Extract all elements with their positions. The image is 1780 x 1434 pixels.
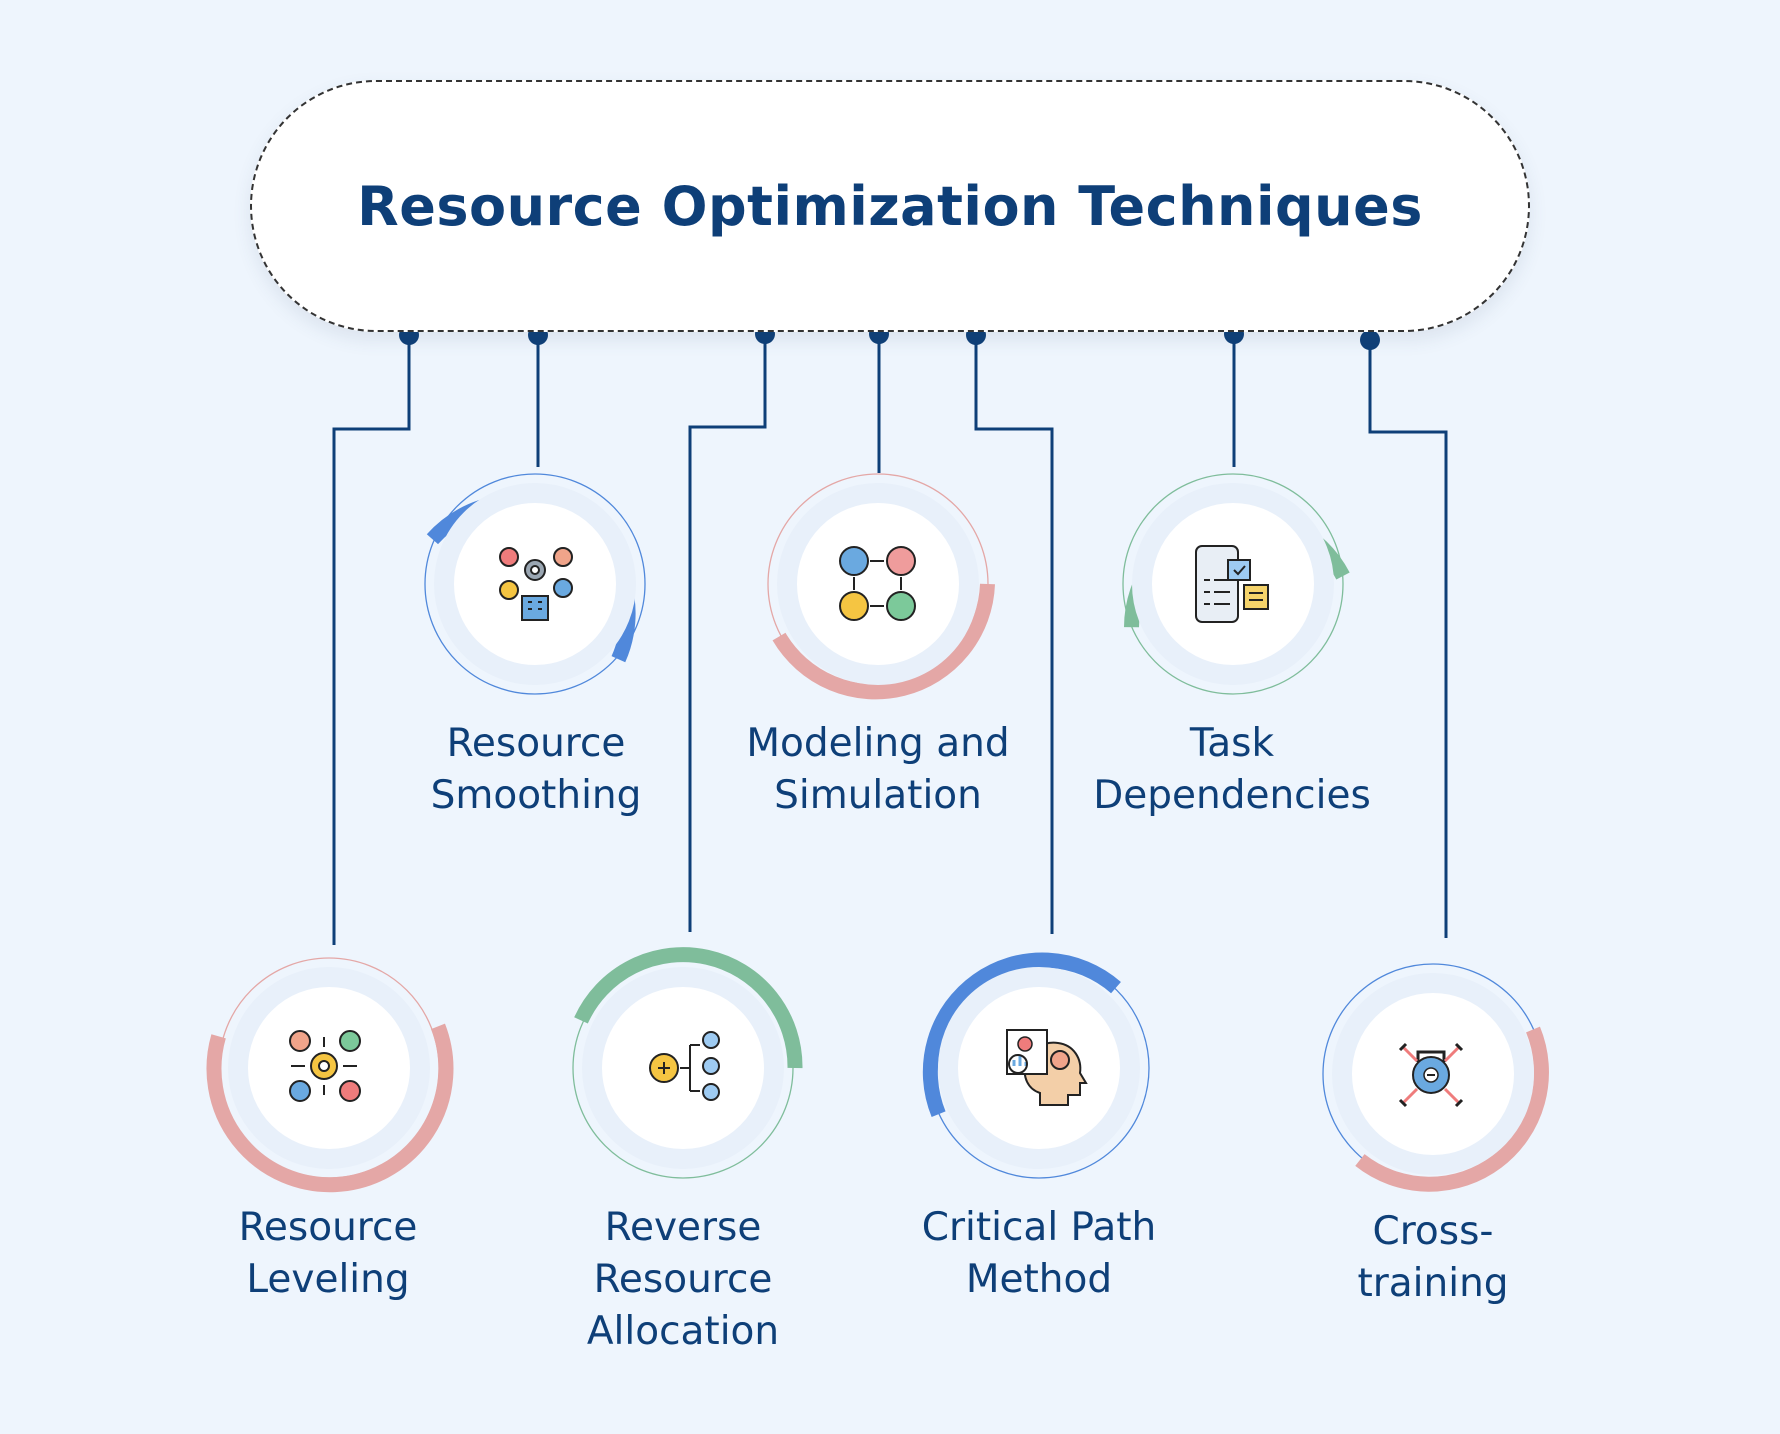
node-critical-path-method: [922, 952, 1150, 1179]
connector-cross-training: [1368, 340, 1448, 938]
head-analysis-icon: [1006, 1029, 1088, 1106]
label-line: Simulation: [774, 773, 982, 818]
people-gear-icon: [289, 1030, 361, 1102]
title-box: Resource Optimization Techniques: [250, 80, 1530, 332]
node-task-dependencies: [1122, 473, 1350, 695]
label-line: Resource: [593, 1257, 773, 1302]
label-critical-path-method: Critical Path Method: [889, 1202, 1189, 1306]
node-modeling-and-simulation: [767, 473, 995, 700]
label-line: Modeling and: [746, 721, 1010, 766]
connector-critical-path-method: [974, 335, 1054, 934]
connector-dot: [1360, 330, 1380, 350]
thin-ring: [424, 473, 646, 695]
connector-resource-leveling: [332, 335, 411, 945]
label-reverse-resource-allocation: Reverse Resource Allocation: [533, 1202, 833, 1358]
arc-blue: [922, 952, 1121, 1118]
node-cross-training: [1322, 963, 1549, 1192]
label-line: Cross-: [1372, 1209, 1494, 1254]
label-line: Leveling: [246, 1257, 410, 1302]
node-resource-leveling: [206, 957, 454, 1193]
checklist-phone-icon: [1195, 545, 1269, 623]
thin-ring: [1122, 473, 1344, 695]
arc-pink: [772, 583, 995, 700]
process-cycle-icon: [839, 546, 916, 621]
node-resource-smoothing: [424, 473, 646, 695]
arc-pink: [1355, 1026, 1549, 1192]
label-line: Resource: [446, 721, 626, 766]
connectors: [332, 334, 1448, 945]
node-disc: [777, 483, 979, 685]
gear-people-icon: [649, 1031, 720, 1101]
kettlebell-icon: [1398, 1042, 1464, 1108]
node-disc: [434, 483, 636, 685]
resource-network-icon: [499, 547, 573, 621]
label-line: training: [1357, 1261, 1509, 1306]
label-resource-smoothing: Resource Smoothing: [386, 718, 686, 822]
label-line: Resource: [238, 1205, 418, 1250]
label-line: Smoothing: [430, 773, 642, 818]
label-line: Method: [965, 1257, 1113, 1302]
label-line: Allocation: [586, 1309, 780, 1354]
node-reverse-resource-allocation: [572, 947, 803, 1179]
label-resource-leveling: Resource Leveling: [178, 1202, 478, 1306]
arc-green: [574, 947, 803, 1069]
arc-pink: [206, 1023, 454, 1193]
label-line: Reverse: [604, 1205, 762, 1250]
label-line: Critical Path: [921, 1205, 1157, 1250]
label-task-dependencies: Task Dependencies: [1082, 718, 1382, 822]
page-title: Resource Optimization Techniques: [357, 174, 1423, 238]
label-line: Dependencies: [1093, 773, 1371, 818]
label-cross-training: Cross- training: [1283, 1206, 1583, 1310]
connector-reverse-resource-allocation: [688, 334, 767, 932]
label-line: Task: [1189, 721, 1275, 766]
label-modeling-and-simulation: Modeling and Simulation: [718, 718, 1038, 822]
